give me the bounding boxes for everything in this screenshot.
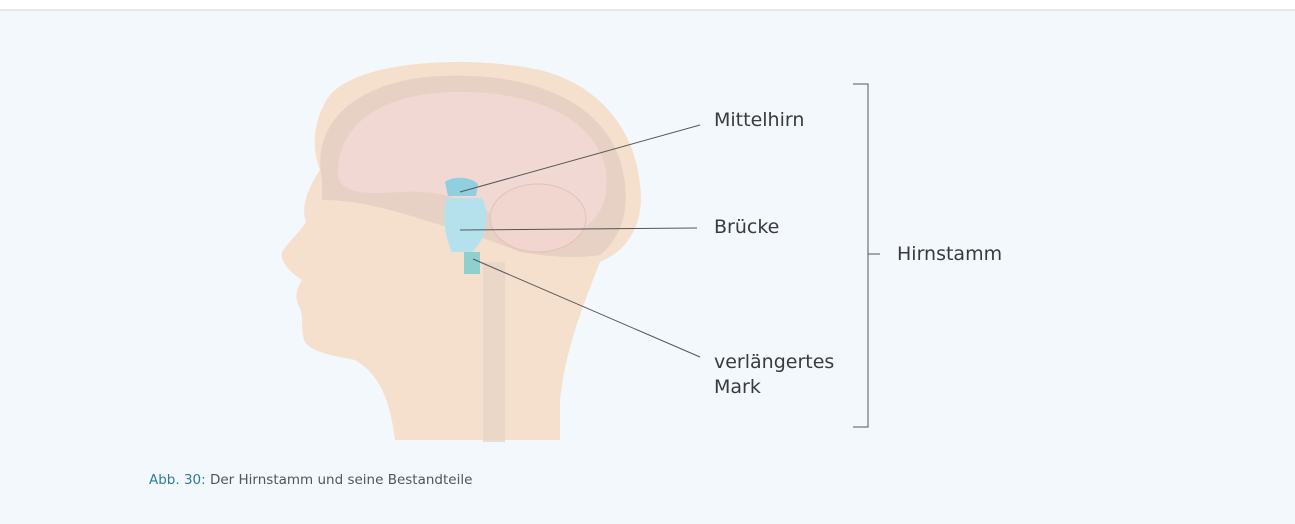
cerebellum <box>490 184 586 252</box>
label-midbrain: Mittelhirn <box>714 108 804 133</box>
spinal-column <box>483 262 505 442</box>
brainstem-bracket <box>853 84 868 427</box>
label-medulla: verlängertes Mark <box>714 350 834 400</box>
medulla-shape <box>464 252 480 274</box>
label-medulla-line2: Mark <box>714 375 834 400</box>
caption-text: Der Hirnstamm und seine Bestandteile <box>206 472 473 488</box>
label-medulla-line1: verlängertes <box>714 350 834 375</box>
figure-caption: Abb. 30: Der Hirnstamm und seine Bestand… <box>149 472 472 488</box>
label-brainstem: Hirnstamm <box>897 242 1002 267</box>
label-pons: Brücke <box>714 215 779 240</box>
figure-number: Abb. 30: <box>149 472 206 488</box>
